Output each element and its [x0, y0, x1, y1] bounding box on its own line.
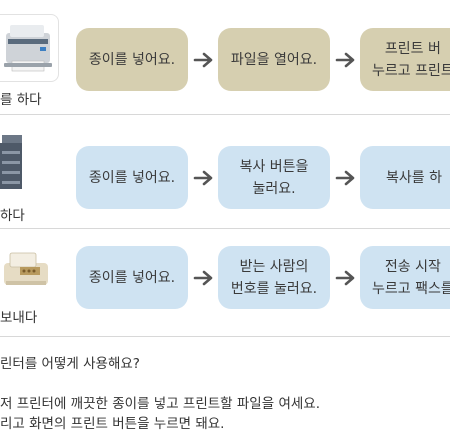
- step-3: 프린트 버 누르고 프린트: [360, 28, 450, 91]
- printer-image: [0, 14, 59, 82]
- device-caption: 하다: [0, 208, 25, 224]
- step-3: 복사를 하: [360, 146, 450, 209]
- step-2: 파일을 열어요.: [218, 28, 330, 91]
- step-1: 종이를 넣어요.: [76, 246, 188, 309]
- arrow-right-icon: [193, 170, 213, 186]
- row-print: 를 하다 종이를 넣어요. 파일을 열어요. 프린트 버 누르고 프린트: [0, 0, 450, 110]
- divider: [0, 228, 450, 229]
- step-1: 종이를 넣어요.: [76, 28, 188, 91]
- row-fax: 보내다 종이를 넣어요. 받는 사람의 번호를 눌러요. 전송 시작 누르고 팩…: [0, 229, 450, 334]
- arrow-right-icon: [193, 52, 213, 68]
- device-caption: 를 하다: [0, 92, 42, 108]
- copier-icon: [0, 135, 22, 189]
- fax-machine-icon: [4, 252, 48, 285]
- step-2: 받는 사람의 번호를 눌러요.: [218, 246, 330, 309]
- answer-line-1: 저 프린터에 깨끗한 종이를 넣고 프린트할 파일을 여세요.: [0, 396, 320, 412]
- fax-image: [0, 237, 58, 303]
- printer-icon: [4, 25, 52, 72]
- device-caption: 보내다: [0, 310, 38, 326]
- copier-image: [0, 127, 58, 193]
- divider: [0, 114, 450, 115]
- arrow-right-icon: [335, 170, 355, 186]
- arrow-right-icon: [335, 52, 355, 68]
- arrow-right-icon: [335, 270, 355, 286]
- step-2: 복사 버튼을 눌러요.: [218, 146, 330, 209]
- row-copy: 하다 종이를 넣어요. 복사 버튼을 눌러요. 복사를 하: [0, 115, 450, 225]
- divider: [0, 336, 450, 337]
- step-3: 전송 시작 누르고 팩스를: [360, 246, 450, 309]
- arrow-right-icon: [193, 270, 213, 286]
- step-1: 종이를 넣어요.: [76, 146, 188, 209]
- answer-line-2: 리고 화면의 프린트 버튼을 누르면 돼요.: [0, 416, 225, 432]
- question-text: 린터를 어떻게 사용해요?: [0, 356, 140, 372]
